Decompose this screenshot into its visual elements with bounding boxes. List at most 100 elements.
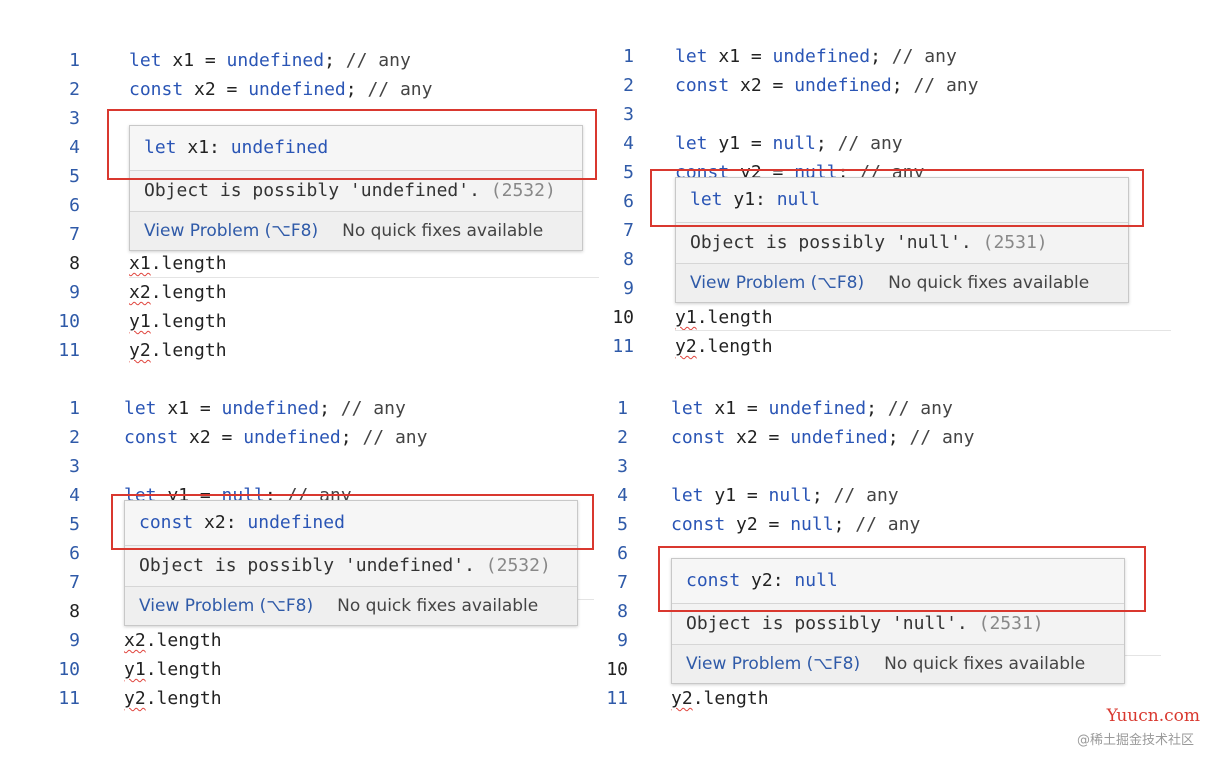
line-number: 5 [69,514,80,535]
highlight-box [111,494,594,550]
line-number: 9 [617,630,628,651]
line-number: 7 [623,220,634,241]
no-quick-fixes-label: No quick fixes available [342,221,544,241]
editor-panel-3: 1 let x1 = undefined; // any 2 const x2 = … [40,395,600,715]
code-line[interactable]: x1.length [129,253,227,274]
code-line[interactable]: y2.length [675,336,773,357]
line-number: 2 [617,427,628,448]
hover-footer: View Problem (⌥F8) No quick fixes availab… [672,644,1124,683]
line-number: 9 [69,630,80,651]
hover-tooltip: const x2: undefined Object is possibly '… [124,500,578,626]
line-number: 9 [623,278,634,299]
code-line[interactable]: let x1 = undefined; // any [675,46,957,67]
line-number: 5 [617,514,628,535]
line-number: 6 [69,195,80,216]
hover-footer: View Problem (⌥F8) No quick fixes availab… [130,211,582,250]
code-line[interactable]: y2.length [129,340,227,361]
line-number: 3 [69,108,80,129]
code-line[interactable]: const x2 = undefined; // any [124,427,428,448]
hover-tooltip: let x1: undefined Object is possibly 'un… [129,125,583,251]
line-number: 1 [69,398,80,419]
line-number: 6 [617,543,628,564]
line-number: 3 [69,456,80,477]
code-line[interactable]: y1.length [129,311,227,332]
no-quick-fixes-label: No quick fixes available [888,273,1090,293]
line-number-active: 8 [69,601,80,622]
line-number: 11 [606,688,628,709]
line-number: 3 [623,104,634,125]
editor-panel-1: 1 let x1 = undefined; // any 2 const x2 = … [40,47,600,367]
code-line[interactable]: y1.length [124,659,222,680]
line-number: 1 [69,50,80,71]
line-number: 11 [58,688,80,709]
line-number: 3 [617,456,628,477]
line-number: 9 [69,282,80,303]
line-number: 1 [617,398,628,419]
code-line[interactable]: y1.length [675,307,773,328]
code-line[interactable]: const x2 = undefined; // any [129,79,433,100]
code-line[interactable]: x2.length [124,630,222,651]
view-problem-link[interactable]: View Problem (⌥F8) [144,221,319,241]
line-number: 5 [69,166,80,187]
line-number: 11 [612,336,634,357]
view-problem-link[interactable]: View Problem (⌥F8) [686,654,861,674]
line-number-active: 8 [69,253,80,274]
line-number: 10 [58,311,80,332]
code-line[interactable]: x2.length [129,282,227,303]
line-number: 2 [69,427,80,448]
line-number: 4 [623,133,634,154]
line-number: 2 [623,75,634,96]
highlight-box [650,169,1144,227]
line-number: 8 [623,249,634,270]
no-quick-fixes-label: No quick fixes available [884,654,1086,674]
error-message: Object is possibly 'null'. (2531) [686,613,1044,634]
line-number: 10 [58,659,80,680]
type-signature: const y2: null [672,559,1124,604]
hover-footer: View Problem (⌥F8) No quick fixes availab… [125,586,577,625]
type-signature: const x2: undefined [125,501,577,546]
error-message: Object is possibly 'undefined'. (2532) [139,555,551,576]
hover-footer: View Problem (⌥F8) No quick fixes availab… [676,263,1128,302]
code-line[interactable]: y2.length [124,688,222,709]
view-problem-link[interactable]: View Problem (⌥F8) [139,596,314,616]
code-line[interactable]: const x2 = undefined; // any [675,75,979,96]
line-number: 7 [69,224,80,245]
hover-tooltip: let y1: null Object is possibly 'null'. … [675,177,1129,303]
code-line[interactable]: const y2 = null; // any [671,514,921,535]
line-number: 8 [617,601,628,622]
line-number: 4 [69,485,80,506]
highlight-box [107,109,597,180]
code-line[interactable]: let y1 = null; // any [675,133,903,154]
line-number: 6 [69,543,80,564]
code-line[interactable]: let x1 = undefined; // any [129,50,411,71]
no-quick-fixes-label: No quick fixes available [337,596,539,616]
editor-panel-2: 1 let x1 = undefined; // any 2 const x2 = … [594,43,1174,363]
code-line[interactable]: const x2 = undefined; // any [671,427,975,448]
line-number: 2 [69,79,80,100]
code-line[interactable]: let y1 = null; // any [671,485,899,506]
site-watermark: Yuucn.com [1106,706,1200,726]
line-number: 6 [623,191,634,212]
error-message: Object is possibly 'null'. (2531) [690,232,1048,253]
line-number: 4 [69,137,80,158]
code-line[interactable]: y2.length [671,688,769,709]
highlight-box [658,546,1146,612]
community-watermark: @稀土掘金技术社区 [1076,733,1194,748]
line-number-active: 10 [606,659,628,680]
line-number: 5 [623,162,634,183]
line-number-active: 10 [612,307,634,328]
view-problem-link[interactable]: View Problem (⌥F8) [690,273,865,293]
editor-panel-4: 1 let x1 = undefined; // any 2 const x2 = … [588,395,1168,715]
current-line-highlight [129,277,599,278]
current-line-highlight [675,330,1171,331]
line-number: 7 [617,572,628,593]
hover-tooltip: const y2: null Object is possibly 'null'… [671,558,1125,684]
line-number: 1 [623,46,634,67]
line-number: 4 [617,485,628,506]
type-signature: let y1: null [676,178,1128,223]
line-number: 7 [69,572,80,593]
code-line[interactable]: let x1 = undefined; // any [124,398,406,419]
code-line[interactable]: let x1 = undefined; // any [671,398,953,419]
line-number: 11 [58,340,80,361]
error-message: Object is possibly 'undefined'. (2532) [144,180,556,201]
